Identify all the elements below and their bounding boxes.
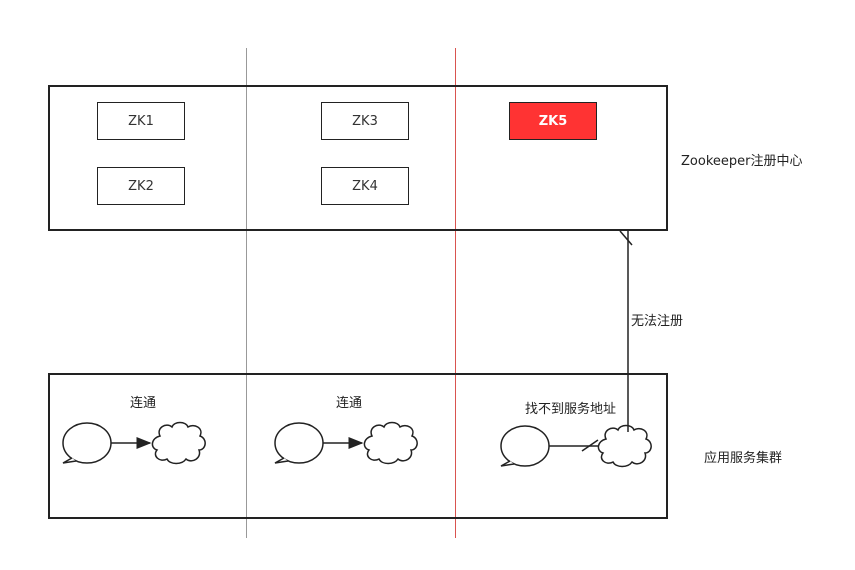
group-3-caption: 找不到服务地址 [525,402,617,417]
group-3-cloud-icon [597,424,652,468]
group-3-client [500,425,550,467]
group-1-cloud-icon [151,421,206,465]
zk5-node-failed: ZK5 [509,102,597,140]
zk3-label: ZK3 [352,113,378,129]
zookeeper-registry-box [48,85,668,231]
group-1-caption: 连通 [130,396,157,411]
partition-line-left [246,48,247,538]
zk4-node: ZK4 [321,167,409,205]
registration-break-mark [619,230,633,246]
group-2-cloud-icon [363,421,418,465]
zk3-node: ZK3 [321,102,409,140]
registry-label: Zookeeper注册中心 [681,154,803,169]
link-label: 无法注册 [631,314,684,329]
group-1-client [62,422,112,464]
speech-bubble-icon [62,422,112,464]
group-3-break-mark [581,439,599,452]
zk5-label: ZK5 [538,113,568,129]
group-2-caption: 连通 [336,396,363,411]
speech-bubble-icon [500,425,550,467]
speech-bubble-icon [274,422,324,464]
zk4-label: ZK4 [352,178,378,194]
zk1-label: ZK1 [128,113,154,129]
zk1-node: ZK1 [97,102,185,140]
partition-line-right [455,48,456,538]
cluster-label: 应用服务集群 [704,451,783,466]
zk2-label: ZK2 [128,178,154,194]
group-2-client [274,422,324,464]
app-service-cluster-box [48,373,668,519]
zk2-node: ZK2 [97,167,185,205]
